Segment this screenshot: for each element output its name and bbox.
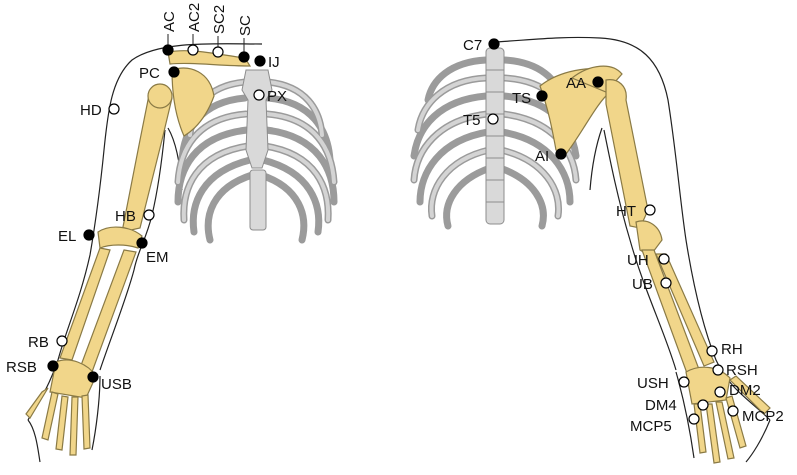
marker-SC	[239, 52, 249, 62]
marker-HB	[144, 210, 154, 220]
label-TS: TS	[512, 90, 531, 107]
label-DM2: DM2	[729, 382, 761, 399]
label-HB: HB	[115, 208, 136, 225]
marker-C7	[489, 39, 499, 49]
label-UB: UB	[632, 276, 653, 293]
sternum	[242, 70, 272, 168]
marker-HT	[645, 205, 655, 215]
marker-IJ	[255, 56, 265, 66]
label-MCP5: MCP5	[630, 418, 672, 435]
marker-RH	[707, 346, 717, 356]
label-SC2: SC2	[211, 5, 228, 34]
marker-RB	[57, 336, 67, 346]
label-AC2: AC2	[186, 3, 203, 32]
label-AI: AI	[535, 148, 549, 165]
label-RH: RH	[721, 341, 743, 358]
marker-HD	[109, 104, 119, 114]
humeral-head	[148, 84, 172, 108]
label-MCP2: MCP2	[742, 408, 784, 425]
marker-AA	[593, 77, 603, 87]
label-IJ: IJ	[268, 54, 280, 71]
marker-USB	[88, 372, 98, 382]
front-view	[26, 34, 334, 462]
label-HT: HT	[616, 203, 636, 220]
front-clavicle	[168, 51, 250, 66]
label-AA: AA	[566, 75, 586, 92]
label-AC: AC	[161, 11, 178, 32]
marker-AC	[163, 45, 173, 55]
marker-RSB	[48, 361, 58, 371]
front-elbow	[98, 227, 142, 248]
label-HD: HD	[80, 102, 102, 119]
marker-UB	[661, 278, 671, 288]
label-USB: USB	[101, 376, 132, 393]
label-UH: UH	[627, 252, 649, 269]
marker-PC	[169, 67, 179, 77]
marker-T5	[488, 114, 498, 124]
marker-DM2	[715, 387, 725, 397]
marker-EM	[137, 238, 147, 248]
marker-PX	[254, 90, 264, 100]
marker-USH	[679, 377, 689, 387]
marker-RSH	[713, 365, 723, 375]
label-RSB: RSB	[6, 359, 37, 376]
label-EM: EM	[146, 249, 169, 266]
landmark-labels: AC AC2 SC2 SC IJ PC PX HD HB EL EM RB RS…	[6, 3, 784, 435]
label-EL: EL	[58, 228, 76, 245]
back-armpit-curve	[590, 128, 602, 190]
label-USH: USH	[637, 375, 669, 392]
label-PC: PC	[139, 65, 160, 82]
label-RB: RB	[28, 334, 49, 351]
label-PX: PX	[267, 88, 287, 105]
label-SC: SC	[237, 15, 254, 36]
marker-TS	[537, 91, 547, 101]
marker-EL	[84, 230, 94, 240]
marker-AC2	[188, 45, 198, 55]
label-T5: T5	[463, 112, 481, 129]
marker-MCP5	[689, 414, 699, 424]
marker-MCP2	[728, 406, 738, 416]
marker-UH	[659, 254, 669, 264]
label-C7: C7	[463, 37, 482, 54]
label-RSH: RSH	[726, 362, 758, 379]
label-DM4: DM4	[645, 397, 677, 414]
back-ribcage	[414, 48, 576, 226]
marker-AI	[556, 149, 566, 159]
marker-SC2	[213, 47, 223, 57]
marker-DM4	[698, 400, 708, 410]
back-view	[414, 37, 770, 463]
